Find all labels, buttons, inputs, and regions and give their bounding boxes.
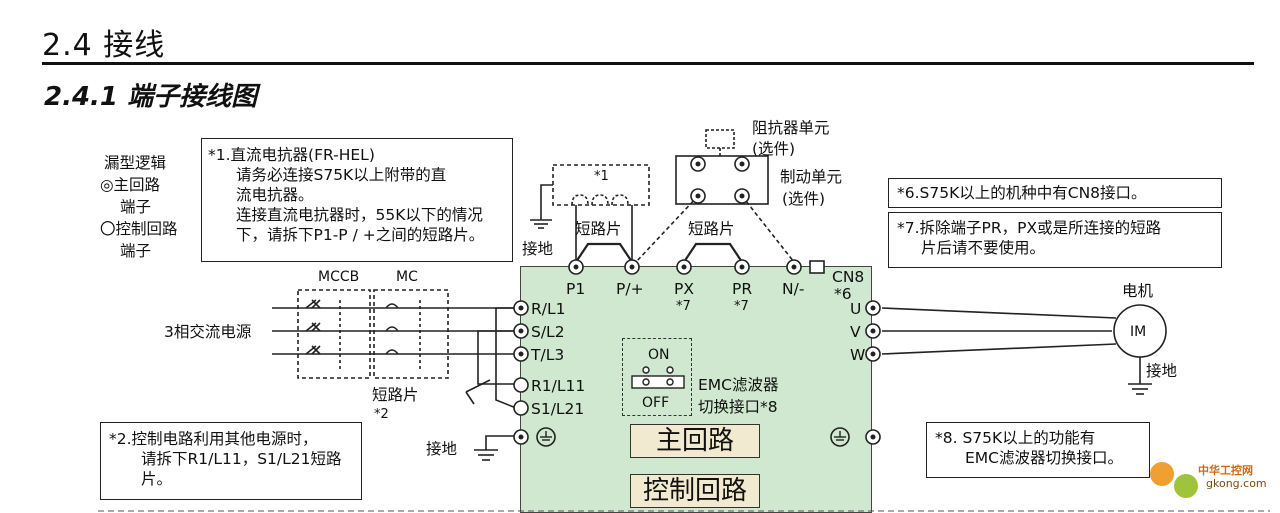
note-6-box: *6.S75K以上的机种中有CN8接口。 — [888, 178, 1222, 208]
note-1-box: *1.直流电抗器(FR-HEL) 请务必连接S75K以上附带的直 流电抗器。 连… — [201, 138, 513, 262]
terminal-label-w: W — [850, 346, 866, 364]
power-source-label: 3相交流电源 — [164, 323, 252, 341]
emc-off-label: OFF — [642, 395, 670, 411]
terminal-label-s-l2: S/L2 — [531, 323, 565, 341]
note-7-box: *7.拆除端子PR，PX或是所连接的短路 片后请不要使用。 — [888, 212, 1222, 268]
shorting-bar-2-label: 短路片 — [688, 220, 735, 238]
terminal-label-p1: P1 — [566, 280, 586, 298]
shorting-bar-3-label: 短路片 — [372, 386, 419, 404]
note-7-line-1: *7.拆除端子PR，PX或是所连接的短路 — [897, 219, 1162, 237]
terminal-s1-l21 — [513, 400, 529, 416]
pr-note: *7 — [734, 299, 749, 314]
note-1-line-4: 连接直流电抗器时，55K以下的情况 — [236, 206, 483, 224]
px-note: *7 — [676, 299, 691, 314]
motor-symbol: IM — [1130, 324, 1147, 340]
subsection-heading: 2.4.1 端子接线图 — [44, 82, 258, 112]
heading-rule — [42, 62, 1254, 65]
shorting-bar-1-label: 短路片 — [575, 220, 622, 238]
emc-on-label: ON — [648, 347, 670, 363]
main-circuit-tag: 主回路 — [630, 424, 760, 458]
ground-left-label: 接地 — [426, 440, 458, 458]
dc-reactor-note: *1 — [594, 169, 609, 184]
note-8-line-2: EMC滤波器切换接口。 — [965, 449, 1123, 467]
terminal-label-s1-l21: S1/L21 — [531, 400, 585, 418]
legend-main-circuit: ◎主回路 — [100, 176, 161, 194]
brake-unit-option: (选件) — [782, 190, 826, 208]
terminal-label-pr: PR — [732, 280, 753, 298]
note-1-line-1: *1.直流电抗器(FR-HEL) — [208, 146, 375, 164]
note-2-line-3: 片。 — [141, 470, 173, 488]
terminal-label-n-minus: N/- — [782, 280, 805, 298]
cn8-label: CN8 — [832, 268, 865, 286]
terminal-label-r-l1: R/L1 — [531, 300, 566, 318]
terminal-label-px: PX — [674, 280, 694, 298]
note-7-line-2: 片后请不要使用。 — [921, 239, 1046, 257]
mc-label: MC — [396, 269, 418, 285]
note-2-box: *2.控制电路利用其他电源时， 请拆下R1/L11，S1/L21短路 片。 — [100, 422, 362, 500]
terminal-label-p-plus: P/+ — [616, 280, 644, 298]
emc-label-2: 切换接口*8 — [698, 398, 778, 416]
resistor-unit-option: (选件) — [752, 140, 796, 158]
mccb-box — [297, 289, 371, 379]
note-1-line-2: 请务必连接S75K以上附带的直 — [236, 166, 447, 184]
note-1-line-5: 下，请拆下P1-P / +之间的短路片。 — [236, 226, 485, 244]
note-8-box: *8. S75K以上的功能有 EMC滤波器切换接口。 — [926, 422, 1150, 478]
terminal-label-v: V — [850, 323, 861, 341]
note-2-line-2: 请拆下R1/L11，S1/L21短路 — [141, 450, 342, 468]
legend-main-circuit-2: 端子 — [120, 198, 152, 216]
legend-title: 漏型逻辑 — [104, 154, 167, 172]
terminal-label-t-l3: T/L3 — [531, 346, 565, 364]
brake-unit-box — [675, 155, 769, 205]
legend-control-circuit-2: 端子 — [120, 242, 152, 260]
emc-label-1: EMC滤波器 — [698, 376, 779, 394]
watermark-line-1: 中华工控网 — [1198, 464, 1253, 477]
shorting-bar-3-note: *2 — [374, 407, 389, 422]
resistor-unit-label: 阻抗器单元 — [752, 119, 830, 137]
emc-switch-box — [622, 338, 692, 416]
note-1-line-3: 流电抗器。 — [236, 186, 314, 204]
note-8-line-1: *8. S75K以上的功能有 — [935, 429, 1096, 447]
cn8-connector — [809, 260, 825, 274]
note-6-text: *6.S75K以上的机种中有CN8接口。 — [897, 184, 1147, 202]
section-heading: 2.4 接线 — [42, 28, 166, 63]
note-2-line-1: *2.控制电路利用其他电源时， — [109, 430, 318, 448]
cn8-note: *6 — [834, 285, 852, 303]
watermark-line-2: gkong.com — [1206, 477, 1267, 490]
legend-control-circuit: 〇控制回路 — [100, 220, 178, 238]
motor-label: 电机 — [1122, 282, 1154, 300]
mccb-label: MCCB — [318, 269, 360, 285]
ground-right-label: 接地 — [1146, 362, 1178, 380]
terminal-label-u: U — [850, 300, 862, 318]
control-circuit-tag: 控制回路 — [630, 474, 760, 508]
terminal-label-r1-l11: R1/L11 — [531, 377, 586, 395]
terminal-r1-l11 — [513, 377, 529, 393]
ground-top-label: 接地 — [522, 240, 554, 258]
watermark-logo — [1150, 462, 1198, 498]
brake-unit-label: 制动单元 — [780, 168, 843, 186]
mc-box — [373, 289, 449, 379]
